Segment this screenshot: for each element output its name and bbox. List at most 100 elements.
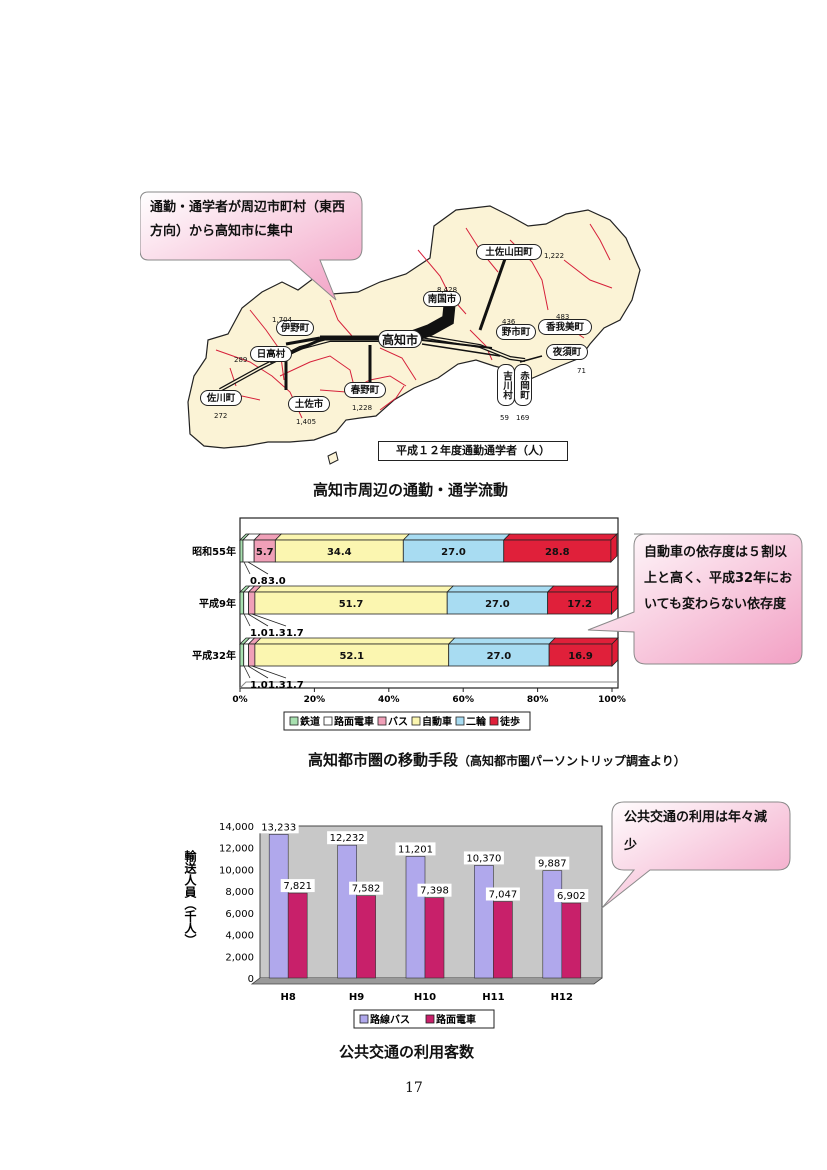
ridership-legend: 路線バス 路面電車 (353, 1009, 495, 1029)
data-label-2-0: 11,201 (398, 844, 433, 855)
data-label-0-5: 28.8 (545, 547, 570, 558)
page-number: 17 (405, 1080, 423, 1096)
y-tick-label-7: 14,000 (219, 822, 254, 833)
x-tick-label-2: H10 (414, 992, 436, 1003)
y-tick-label-4: 8,000 (225, 887, 254, 898)
data-label-bg-2-1 (417, 883, 452, 897)
leader-line-2-1 (247, 665, 269, 679)
ridership-callout-text: 公共交通の利用は年々減少 (624, 810, 768, 853)
municipality-value-nankoku: 8,428 (437, 286, 458, 294)
municipality-value-ino: 1,704 (272, 316, 293, 324)
modal-caption-sub: （高知都市圏パーソントリップ調査より） (458, 754, 686, 768)
map-callout-text: 通勤・通学者が周辺市町村（東西方向）から高知市に集中 (150, 200, 346, 239)
municipality-value-akaoka: 169 (516, 414, 530, 422)
data-label-0-4: 27.0 (441, 547, 466, 558)
small-label-0-0: 0.8 (250, 576, 268, 587)
bar-0-1 (287, 892, 308, 979)
ridership-chart: 02,0004,0006,0008,00010,00012,00014,000輸… (183, 820, 603, 1029)
municipality-value-tosayamada: 1,222 (544, 252, 565, 260)
legend-swatch-1 (323, 716, 333, 726)
bar-0-0 (268, 834, 289, 979)
municipality-value-yoshikawa: 59 (500, 414, 509, 422)
data-label-bg-3-0 (463, 851, 504, 865)
data-label-bg-0-1 (280, 879, 315, 893)
data-label-0-2: 5.7 (256, 547, 274, 558)
municipality-hidaka: 日高村 (250, 346, 292, 362)
municipality-value-kagami: 483 (556, 313, 570, 321)
data-label-4-1: 6,902 (557, 891, 586, 902)
data-label-1-3: 51.7 (339, 599, 364, 610)
bar-segment-2-1 (243, 643, 249, 667)
y-tick-label-2: 4,000 (225, 931, 254, 942)
leader-line-2-0 (243, 665, 251, 679)
bar-segment-2-0 (239, 643, 245, 667)
data-label-2-4: 27.0 (487, 651, 512, 662)
bar-3-1 (493, 901, 513, 979)
x-tick-label-3: H11 (482, 992, 504, 1003)
modal-callout-text: 自動車の依存度は５割以上と高く、平成32年においても変わらない依存度 (644, 545, 793, 612)
legend-swatch-3 (411, 716, 421, 726)
municipality-sakawa: 佐川町 (200, 390, 242, 406)
small-label-2-0: 1.0 (250, 680, 268, 691)
municipality-ino: 伊野町 (276, 320, 314, 336)
municipality-nankoku: 南国市 (423, 291, 461, 307)
legend-frame (353, 1009, 495, 1029)
y-tick-label-1: 2,000 (225, 952, 254, 963)
data-label-bg-4-0 (535, 856, 570, 870)
legend-swatch-2 (377, 716, 387, 726)
map-callout-shape (140, 191, 363, 301)
y-axis-label: 輸送人員（千人） (183, 849, 197, 946)
small-label-0-1: 3.0 (268, 576, 286, 587)
small-label-1-0: 1.0 (250, 628, 268, 639)
municipality-tosa: 土佐市 (288, 396, 330, 412)
legend-swatch-5 (489, 716, 499, 726)
x-tick-label-2: 40% (378, 695, 400, 705)
leader-line-1-2 (251, 613, 287, 627)
plot-floor (250, 977, 603, 985)
legend-frame (283, 711, 531, 731)
data-label-bg-2-0 (395, 842, 436, 856)
bar-segment-1-1 (243, 591, 249, 615)
data-label-bg-4-1 (554, 889, 589, 903)
bar-side-1 (611, 585, 619, 615)
data-label-3-1: 7,047 (489, 889, 518, 900)
x-tick-label-3: 60% (452, 695, 474, 705)
bar-4-1 (561, 902, 582, 979)
legend-swatch-4 (455, 716, 465, 726)
municipality-yasu: 夜須町 (546, 344, 588, 360)
x-tick-label-4: H12 (551, 992, 573, 1003)
data-label-2-3: 52.1 (339, 651, 364, 662)
legend-label-1: 路面電車 (334, 715, 374, 728)
legend-swatch-1 (425, 1014, 435, 1024)
y-tick-label-3: 6,000 (225, 909, 254, 920)
bar-top-1-3 (253, 585, 455, 593)
data-label-0-0: 13,233 (261, 822, 296, 833)
leader-line-2-2 (251, 665, 287, 679)
municipality-tosayamada: 土佐山田町 (476, 244, 542, 260)
legend-label-5: 徒歩 (499, 715, 520, 728)
y-tick-label-0: 0 (248, 974, 254, 985)
data-label-2-1: 7,398 (420, 886, 449, 897)
ridership-caption: 公共交通の利用客数 (339, 1043, 475, 1061)
row-label-2: 平成32年 (192, 649, 236, 662)
bar-top-2-4 (447, 637, 557, 645)
leader-line-1-0 (243, 613, 251, 627)
bar-1-0 (337, 844, 357, 979)
legend-label-0: 路線バス (370, 1013, 410, 1026)
kochi-land-outline (187, 205, 641, 449)
municipality-value-noichi: 436 (502, 318, 516, 326)
data-label-bg-1-1 (349, 881, 384, 895)
municipality-noichi: 野市町 (496, 324, 536, 340)
bar-top-2-3 (253, 637, 456, 645)
bar-4-0 (542, 870, 563, 979)
data-label-1-0: 12,232 (330, 833, 365, 844)
legend-label-0: 鉄道 (300, 715, 320, 728)
modal-legend: 鉄道路面電車バス自動車二輪徒歩 (283, 711, 531, 731)
data-label-bg-3-1 (485, 887, 520, 901)
bar-2-1 (424, 897, 445, 979)
legend-swatch-0 (289, 716, 299, 726)
legend-label-1: 路面電車 (436, 1013, 476, 1026)
data-label-2-5: 16.9 (568, 651, 593, 662)
legend-label-2: バス (388, 716, 408, 728)
